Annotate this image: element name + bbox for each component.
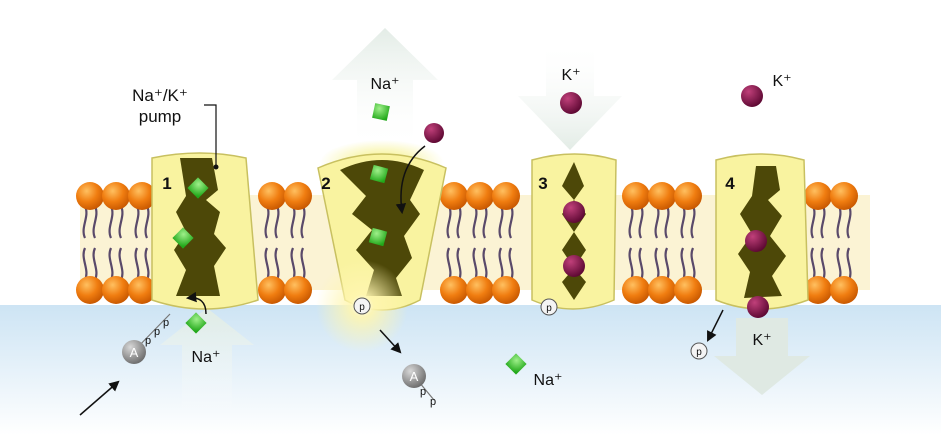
potassium-ion <box>563 255 585 277</box>
potassium-ion <box>563 201 585 223</box>
step-number-1: 1 <box>162 174 171 193</box>
atp-molecule: A p p p <box>122 313 171 364</box>
step-number-4: 4 <box>725 174 735 193</box>
sodium-ion <box>372 103 390 121</box>
lipid-head <box>258 276 286 304</box>
potassium-binding-arrow <box>395 145 426 215</box>
svg-text:p: p <box>163 317 169 329</box>
svg-text:p: p <box>430 396 436 408</box>
lipid-head <box>622 182 650 210</box>
lipid-head <box>830 276 858 304</box>
pump-1 <box>151 152 259 310</box>
pump-label-leader-dot <box>213 164 219 170</box>
sodium-ion <box>369 164 389 184</box>
potassium-ion <box>745 230 767 252</box>
lipid-head <box>102 276 130 304</box>
sodium-label-bottom-mid: Na⁺ <box>534 372 563 389</box>
potassium-ion <box>747 296 769 318</box>
potassium-label-top-right: K⁺ <box>772 73 791 90</box>
potassium-label-bottom-right: K⁺ <box>752 332 771 349</box>
phosphate-released: p <box>690 342 708 360</box>
sodium-binding-arrow <box>185 291 207 315</box>
potassium-ion <box>560 92 582 114</box>
lipid-head <box>648 276 676 304</box>
svg-text:p: p <box>546 303 552 314</box>
lipid-head <box>466 182 494 210</box>
pump-label-leader <box>204 104 217 165</box>
lipid-head <box>258 182 286 210</box>
svg-text:A: A <box>410 369 419 384</box>
adp-molecule: A p p <box>402 364 436 408</box>
sodium-label-bottom-left: Na⁺ <box>192 349 221 366</box>
sodium-ion <box>368 227 388 247</box>
potassium-ion <box>424 123 444 143</box>
lipid-head <box>284 276 312 304</box>
lipid-head <box>622 276 650 304</box>
svg-text:p: p <box>154 326 160 338</box>
atp-entry-arrow <box>79 380 120 416</box>
adp-release-arrow <box>379 329 402 354</box>
lipid-head <box>492 276 520 304</box>
potassium-release-arrow <box>714 318 810 395</box>
step-number-3: 3 <box>538 174 547 193</box>
lipid-head <box>492 182 520 210</box>
potassium-ion <box>741 85 763 107</box>
sodium-exit-arrow <box>332 28 438 150</box>
lipid-head <box>284 182 312 210</box>
pump-label-line2: pump <box>139 107 182 126</box>
phosphate-release-arrow <box>707 309 724 342</box>
sodium-entry-arrow <box>160 308 254 415</box>
svg-text:p: p <box>696 347 702 358</box>
svg-text:p: p <box>145 335 151 347</box>
lipid-heads <box>76 182 858 304</box>
lipid-head <box>440 182 468 210</box>
svg-text:p: p <box>359 302 365 313</box>
lipid-head <box>830 182 858 210</box>
pump-label-line1: Na⁺/K⁺ <box>132 86 188 105</box>
lipid-head <box>674 182 702 210</box>
lipid-head <box>102 182 130 210</box>
potassium-ions <box>424 85 769 318</box>
lipid-head <box>466 276 494 304</box>
sodium-ion <box>172 227 194 249</box>
lipid-head <box>76 276 104 304</box>
lipid-head <box>674 276 702 304</box>
lipid-head <box>804 182 832 210</box>
lipid-head <box>440 276 468 304</box>
step-number-2: 2 <box>321 174 330 193</box>
sodium-ion <box>187 177 209 199</box>
cytoplasm-region <box>0 305 941 435</box>
svg-text:A: A <box>130 345 139 360</box>
phosphate-pump-3: p <box>540 298 558 316</box>
sodium-label-top: Na⁺ <box>371 76 400 93</box>
lipid-head <box>128 276 156 304</box>
lipid-head <box>648 182 676 210</box>
phosphate-pump-2: p <box>353 297 371 315</box>
svg-text:p: p <box>420 386 426 398</box>
potassium-label-top-arrow: K⁺ <box>561 67 580 84</box>
lipid-head <box>804 276 832 304</box>
lipid-head <box>128 182 156 210</box>
lipid-head <box>76 182 104 210</box>
